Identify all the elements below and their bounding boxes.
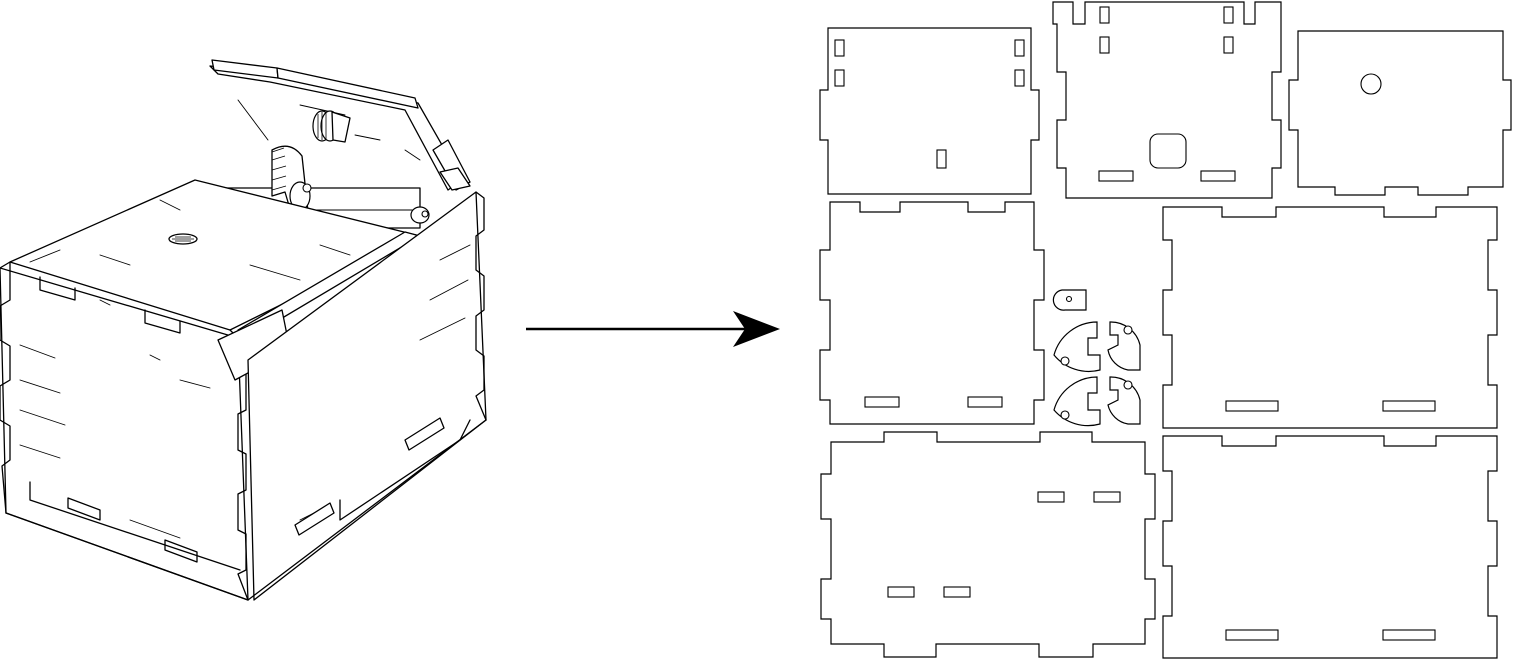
assembled-box-icon [0, 59, 487, 601]
panel-top [1052, 1, 1282, 199]
panel-bottom [820, 431, 1156, 658]
hinge-pieces [1052, 289, 1141, 427]
panel-front [1162, 206, 1498, 429]
panel-side-left [819, 201, 1045, 425]
hinge-mechanism [271, 110, 430, 237]
laser-cut-parts-icon [819, 1, 1512, 659]
panel-back [819, 27, 1040, 195]
panel-inner [1162, 435, 1498, 659]
panel-lid [1288, 30, 1512, 196]
box-lid [209, 59, 471, 191]
right-arrow-icon [526, 311, 780, 347]
